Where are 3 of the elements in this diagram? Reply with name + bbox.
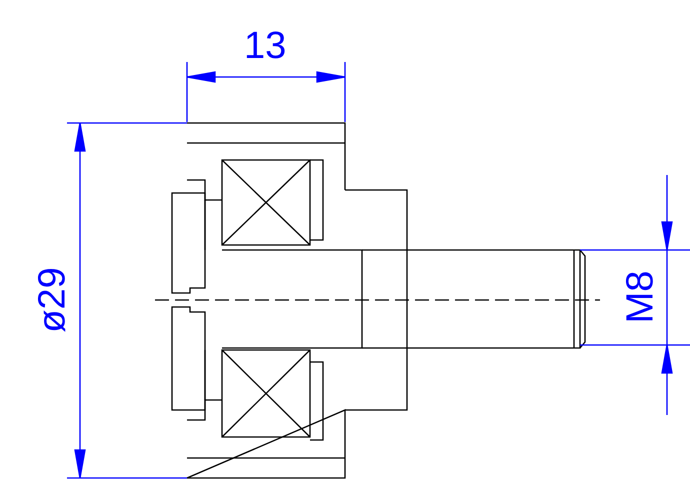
dimension-value: ø29 xyxy=(33,267,72,333)
dimension-value: 13 xyxy=(244,27,286,65)
dimension-value: M8 xyxy=(620,270,659,324)
